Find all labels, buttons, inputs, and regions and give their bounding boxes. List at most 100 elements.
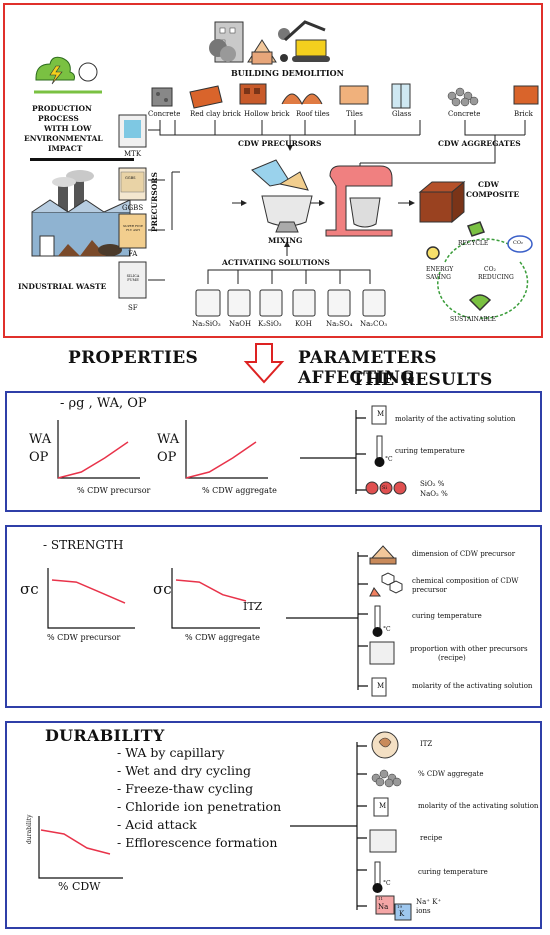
durability-box bbox=[5, 721, 542, 929]
parameters-heading-2: THE RESULTS bbox=[352, 370, 493, 390]
bag-ggbs-print: GGBS bbox=[125, 176, 136, 180]
trend-curve-1 bbox=[57, 441, 129, 479]
box3-param-curing: curing temperature bbox=[418, 868, 488, 876]
durability-item-acid: - Acid attack bbox=[117, 817, 197, 832]
box2-plot2-ylabel: σc bbox=[153, 580, 172, 598]
box1-param-molarity: molarity of the activating solution bbox=[395, 415, 516, 423]
box2-param-chemical-1: chemical composition of CDW bbox=[412, 577, 519, 585]
recycle-label: RECYCLE bbox=[458, 240, 489, 247]
box2-plot1-ylabel: σc bbox=[20, 580, 39, 598]
material-roof-tiles-label: Roof tiles bbox=[296, 110, 330, 118]
building-demolition-label: BUILDING DEMOLITION bbox=[231, 68, 344, 78]
box3-na-number: 11 bbox=[378, 896, 384, 901]
box3-param-molarity: molarity of the activating solution bbox=[418, 802, 539, 810]
box1-molarity-icon-letter: M bbox=[377, 410, 385, 418]
solution-na2co3: Na₂CO₃ bbox=[360, 320, 388, 328]
flow-down-arrow bbox=[243, 343, 285, 384]
solution-k2sio3: K₂SiO₃ bbox=[258, 320, 282, 328]
precursor-bags bbox=[118, 114, 147, 299]
bag-mtk-label: MTK bbox=[124, 150, 142, 158]
solution-na2sio3: Na₂SiO₃ bbox=[192, 320, 221, 328]
aggregate-brick-label: Brick bbox=[514, 110, 533, 118]
box3-k-number: 19 bbox=[397, 904, 403, 909]
industrial-waste-label: INDUSTRIAL WASTE bbox=[18, 282, 107, 291]
production-line-5: IMPACT bbox=[48, 144, 83, 153]
strength-box bbox=[5, 525, 542, 708]
material-hollow-brick-label: Hollow brick bbox=[244, 110, 290, 118]
building-demolition-illustration bbox=[209, 20, 330, 65]
box3-param-aggregate: % CDW aggregate bbox=[418, 770, 484, 778]
cdw-precursors-label: CDW PRECURSORS bbox=[238, 139, 322, 148]
box3-param-itz: ITZ bbox=[420, 740, 433, 748]
box2-plot2-xlabel: % CDW aggregate bbox=[185, 633, 260, 642]
solution-koh: KOH bbox=[295, 320, 312, 328]
production-line-4: ENVIRONMENTAL bbox=[24, 134, 103, 143]
trend-curve-2 bbox=[185, 441, 257, 479]
co2-label-1: CO₂ bbox=[484, 266, 496, 273]
mixing-bowl bbox=[251, 159, 313, 233]
aggregate-concrete-label: Concrete bbox=[448, 110, 481, 118]
co2-label-2: REDUCING bbox=[478, 274, 514, 281]
properties-heading: PROPERTIES bbox=[68, 348, 199, 368]
trend-curve-4 bbox=[175, 579, 247, 602]
box1-param-curing: curing temperature bbox=[395, 447, 465, 455]
box3-param-recipe: recipe bbox=[420, 834, 443, 842]
box2-molarity-icon-letter: M bbox=[377, 682, 385, 690]
bag-ggbs-label: GGBS bbox=[122, 204, 144, 212]
box1-plot2-ylabel-wa: WA bbox=[157, 432, 180, 447]
box1-title: - ρg , WA, OP bbox=[60, 396, 147, 411]
box3-molarity-icon-letter: M bbox=[379, 802, 387, 810]
demolition-materials bbox=[151, 83, 539, 109]
sustainability-cycle bbox=[426, 221, 533, 319]
durability-item-wet-dry: - Wet and dry cycling bbox=[117, 763, 252, 778]
box2-itz-label: ITZ bbox=[243, 600, 263, 613]
durability-item-freeze-thaw: - Freeze-thaw cycling bbox=[117, 781, 254, 796]
trend-curve-3 bbox=[51, 579, 126, 604]
box1-si-icon-letter: Si bbox=[382, 485, 388, 491]
activating-solution-beakers bbox=[195, 289, 386, 317]
box2-param-proportion-2: (recipe) bbox=[438, 654, 466, 662]
energy-label-2: SAVING bbox=[426, 274, 451, 281]
cdw-aggregates-label: CDW AGGREGATES bbox=[438, 139, 521, 148]
bag-fa-label: FA bbox=[128, 250, 138, 258]
process-diagram-frame bbox=[3, 3, 543, 338]
box3-k-symbol: K bbox=[399, 910, 405, 918]
co2-icon-text: CO₂ bbox=[513, 240, 523, 246]
box3-na-symbol: Na bbox=[378, 903, 389, 911]
cdw-composite-label-2: COMPOSITE bbox=[466, 190, 520, 199]
material-tiles-label: Tiles bbox=[346, 110, 363, 118]
production-line-2: PROCESS bbox=[38, 114, 79, 123]
box1-param-sio2: SiO₂ % bbox=[420, 480, 445, 488]
cdw-composite-cube bbox=[418, 180, 466, 224]
box1-plot1-ylabel-op: OP bbox=[29, 450, 49, 465]
material-concrete-label: Concrete bbox=[148, 110, 181, 118]
box2-curing-icon-unit: °C bbox=[383, 626, 391, 633]
box1-plot2-ylabel-op: OP bbox=[157, 450, 177, 465]
material-red-clay-brick-label: Red clay brick bbox=[190, 110, 241, 118]
box2-title: - STRENGTH bbox=[43, 538, 124, 552]
bag-fa-print: SUPER FINE FLY ASH bbox=[122, 224, 144, 232]
box1-param-nao2: NaO₂ % bbox=[420, 490, 448, 498]
stand-mixer bbox=[325, 165, 393, 237]
box3-title: DURABILITY bbox=[45, 726, 165, 745]
sustainable-label: SUSTAINABLE bbox=[450, 316, 497, 323]
process-arrows bbox=[148, 120, 526, 284]
properties-box bbox=[5, 391, 542, 512]
solution-na2so4: Na₂SO₄ bbox=[326, 320, 353, 328]
trend-curve-5 bbox=[40, 829, 111, 855]
box2-param-molarity: molarity of the activating solution bbox=[412, 682, 533, 690]
box2-param-chemical-2: precursor bbox=[412, 586, 447, 594]
box3-param-ions-2: ions bbox=[416, 907, 431, 915]
mixing-label: MIXING bbox=[268, 236, 303, 245]
solution-naoh: NaOH bbox=[229, 320, 252, 328]
cdw-composite-label-1: CDW bbox=[478, 180, 499, 189]
box2-param-curing: curing temperature bbox=[412, 612, 482, 620]
bag-sf-print: SILICA FUME bbox=[126, 274, 140, 282]
durability-item-chloride: - Chloride ion penetration bbox=[117, 799, 282, 814]
box2-plot1-xlabel: % CDW precursor bbox=[47, 633, 121, 642]
box1-plot2-xlabel: % CDW aggregate bbox=[202, 486, 277, 495]
production-line-3: WITH LOW bbox=[44, 124, 92, 133]
